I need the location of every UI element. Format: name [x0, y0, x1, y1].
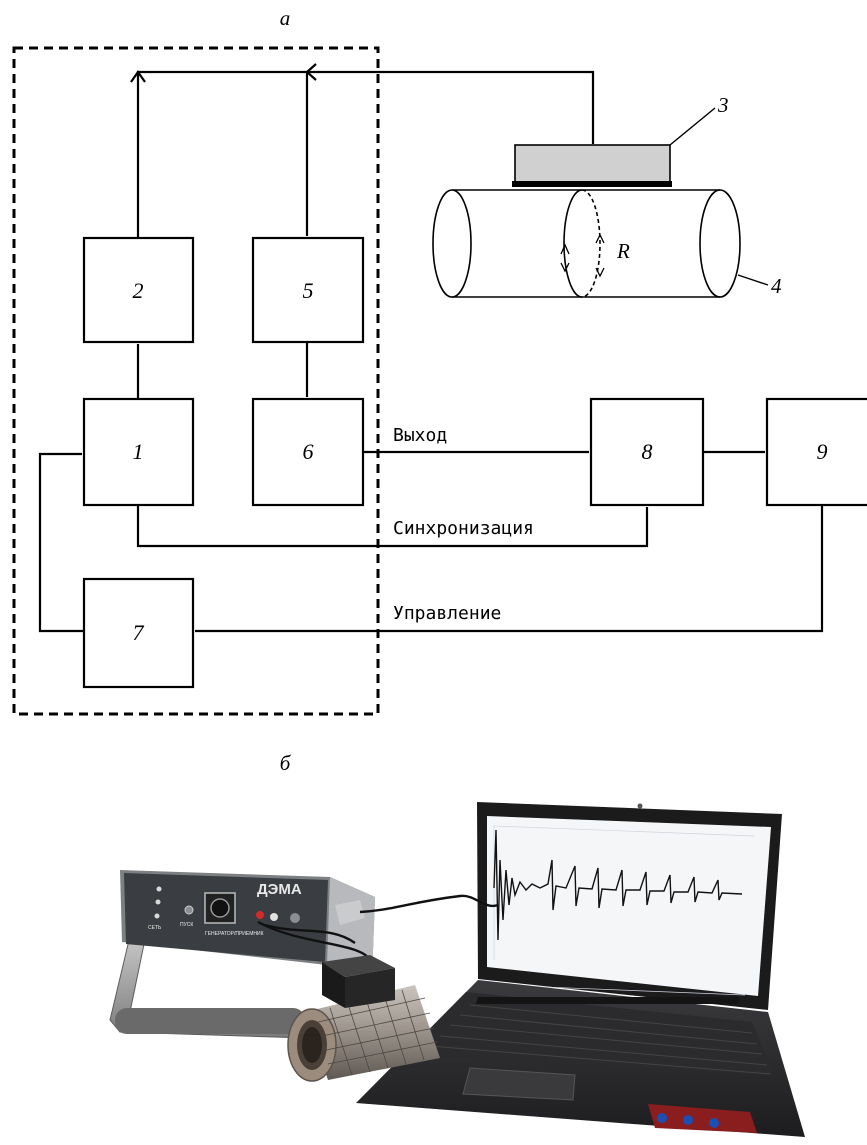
block-7-label: 7 [133, 620, 145, 645]
line-2-to-bus [136, 70, 307, 238]
path-r-label: R [616, 239, 630, 263]
cable-sensor-2 [257, 920, 372, 961]
block-9-label: 9 [817, 439, 828, 464]
signal-sync-label: Синхронизация [393, 518, 534, 539]
wave-path-arrows [560, 233, 605, 278]
device-enclosure-dashed [12, 46, 380, 716]
block-9: 9 [765, 397, 867, 507]
waveform-signal [493, 829, 743, 941]
panel-a-letter: а [280, 6, 291, 30]
device-name-label: ДЭМА [257, 881, 302, 898]
block-1: 1 [82, 397, 195, 507]
line-1-to-8-sync [136, 505, 649, 548]
signal-control-label: Управление [393, 603, 501, 624]
block-5: 5 [251, 236, 365, 344]
callout-line-3 [669, 107, 716, 146]
device-label-start: ПУСК [180, 922, 193, 928]
cable-sensor [264, 923, 356, 944]
block-5-label: 5 [303, 278, 314, 303]
device-label-power: СЕТЬ [148, 925, 162, 931]
laptop-base [356, 980, 805, 1137]
callout-3-label: 3 [717, 93, 729, 117]
block-1-label: 1 [133, 439, 144, 464]
cable-usb [359, 894, 499, 914]
block-6: 6 [251, 397, 365, 507]
pipe-cylinder [432, 189, 741, 298]
panel-b-letter: б [280, 751, 292, 775]
callout-4-label: 4 [771, 274, 782, 298]
signal-output-label: Выход [393, 425, 447, 446]
line-7-to-1 [38, 452, 84, 633]
block-2: 2 [82, 236, 195, 344]
pipe-sample [287, 985, 440, 1082]
block-2-label: 2 [133, 278, 144, 303]
block-8: 8 [589, 397, 705, 507]
device-label-genrx: ГЕНЕРАТОР/ПРИЕМНИК [205, 931, 264, 937]
block-7: 7 [82, 577, 195, 689]
line-bus-to-transducer [307, 70, 595, 144]
laptop-screen [477, 802, 782, 1010]
arrow-corner-2 [130, 70, 146, 83]
ema-sensor [322, 955, 395, 1008]
block-6-label: 6 [303, 439, 314, 464]
emat-transducer [512, 144, 672, 187]
block-8-label: 8 [642, 439, 653, 464]
callout-line-4 [737, 274, 769, 286]
line-9-to-7-control [195, 505, 824, 633]
